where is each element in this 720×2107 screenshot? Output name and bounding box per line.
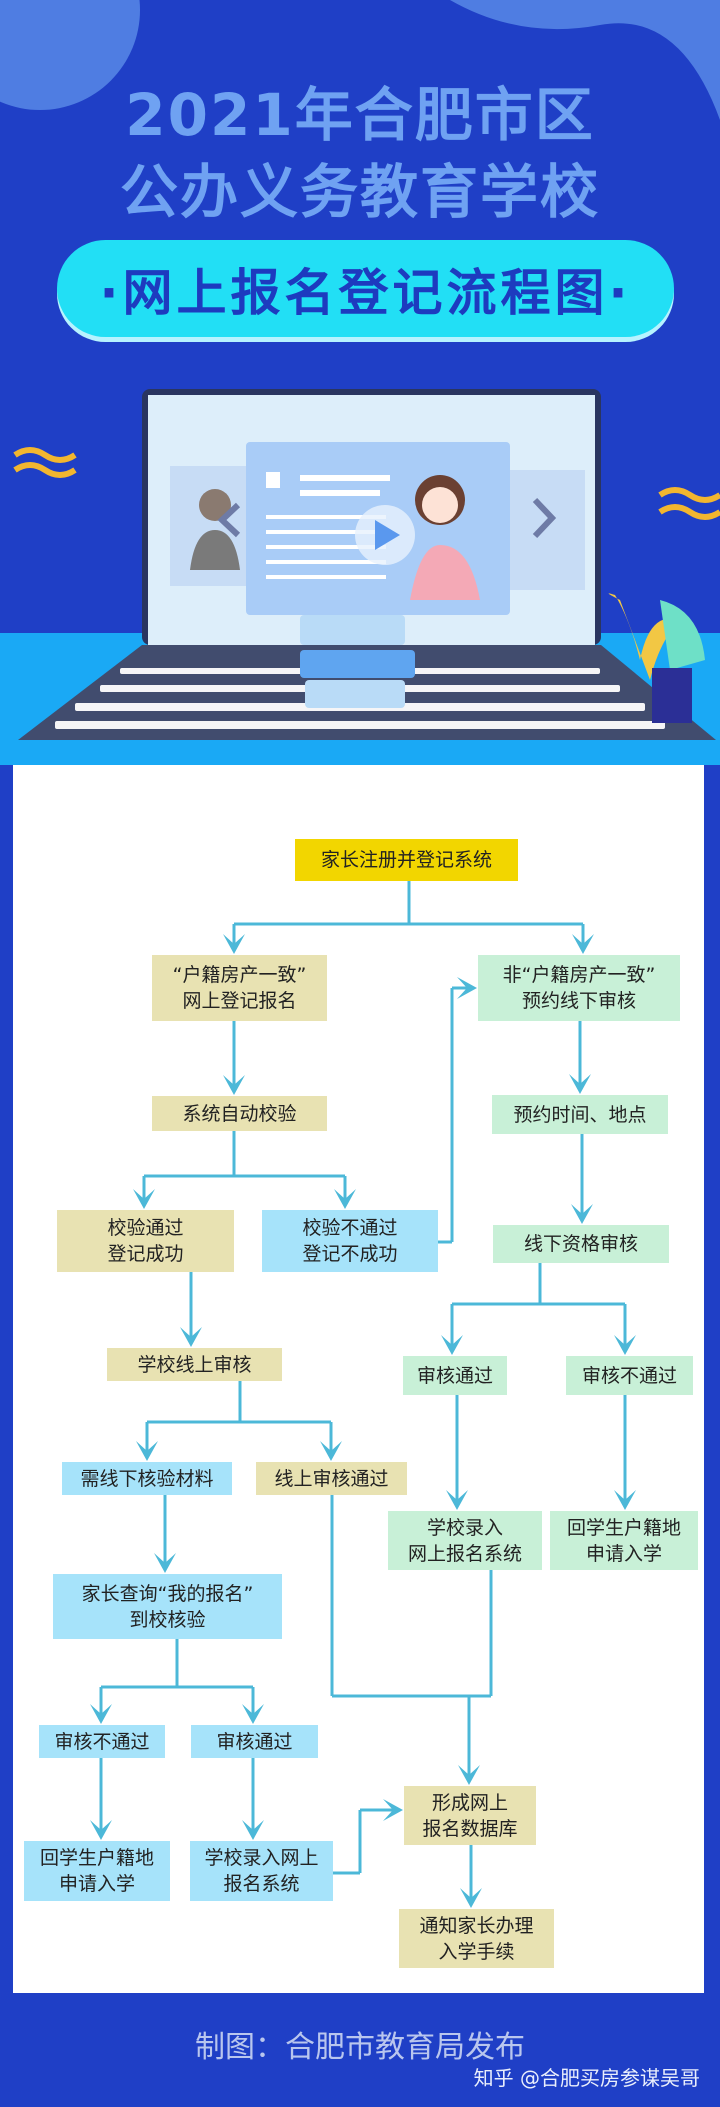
box-text: 线下资格审核: [523, 1233, 638, 1255]
box-text: 回学生户籍地: [566, 1516, 681, 1539]
arrow-head-icon: [223, 1075, 245, 1095]
box-text: 家长查询“我的报名”: [81, 1582, 254, 1605]
chevron-left-icon: [217, 502, 241, 538]
chevron-right-icon: [532, 497, 557, 539]
arrow-head-icon: [154, 1553, 176, 1573]
box-database: 形成网上报名数据库: [404, 1786, 536, 1845]
box-text: 学校录入: [426, 1516, 503, 1539]
man-avatar: [199, 489, 231, 521]
box-blue-fail: 审核不通过: [39, 1725, 165, 1758]
box-parent-query: 家长查询“我的报名” 到校核验: [53, 1574, 282, 1639]
box-text: 校验通过: [107, 1217, 184, 1239]
box-text: 审核不通过: [54, 1730, 150, 1753]
box-need-offline: 需线下核验材料: [62, 1462, 232, 1495]
box-green-return: 回学生户籍地申请入学: [550, 1511, 698, 1570]
arrow-head-icon: [383, 1799, 403, 1821]
arrow-head-icon: [242, 1704, 264, 1724]
arrow-head-icon: [569, 1074, 591, 1094]
arrow-head-icon: [90, 1704, 112, 1724]
box-text: 线上审核通过: [274, 1467, 389, 1490]
title-line2: 公办义务教育学校: [119, 158, 600, 226]
box-text: 登记不成功: [302, 1243, 398, 1265]
box-offline-fail: 审核不通过: [566, 1356, 693, 1395]
box-text: 登记成功: [107, 1243, 184, 1265]
box-inconsistent: 非“户籍房产一致” 预约线下审核: [478, 955, 680, 1021]
box-green-enter: 学校录入网上报名系统: [388, 1511, 542, 1570]
watermark: 知乎 @合肥买房参谋吴哥: [473, 2066, 700, 2090]
arrow-head-icon: [458, 1765, 480, 1785]
wave-decor-left: [13, 447, 77, 478]
subtitle-pill: ·网上报名登记流程图·: [57, 240, 674, 337]
box-text: 预约时间、地点: [513, 1103, 647, 1126]
box-text: 通知家长办理: [419, 1914, 534, 1937]
box-text: 审核通过: [416, 1364, 493, 1387]
box-text: 申请入学: [585, 1542, 662, 1565]
box-text: 学校线上审核: [137, 1353, 252, 1376]
box-text: 网上登记报名: [182, 990, 297, 1012]
box-text: 报名系统: [223, 1873, 300, 1895]
box-online-pass: 线上审核通过: [256, 1462, 407, 1495]
box-blue-return: 回学生户籍地申请入学: [24, 1841, 170, 1901]
box-text: 审核不通过: [581, 1364, 677, 1387]
box-text: 入学手续: [438, 1940, 515, 1963]
decor-wave: [450, 0, 720, 120]
arrow-head-icon: [614, 1490, 636, 1510]
arrow-head-icon: [334, 1189, 356, 1209]
box-notify: 通知家长办理入学手续: [399, 1909, 554, 1968]
box-text: 形成网上: [431, 1791, 508, 1814]
box-check-pass: 校验通过登记成功: [57, 1210, 234, 1272]
arrow-head-icon: [320, 1441, 342, 1461]
footer-credit: 制图：合肥市教育局发布: [195, 2030, 525, 2065]
box-blue-enter: 学校录入网上报名系统: [190, 1841, 333, 1901]
arrow-head-icon: [180, 1327, 202, 1347]
box-text: 家长注册并登记系统: [320, 849, 492, 871]
box-blue-pass: 审核通过: [191, 1725, 318, 1758]
arrow-head-icon: [223, 934, 245, 954]
arrow-head-icon: [136, 1441, 158, 1461]
arrow-head-icon: [572, 934, 594, 954]
title-line1: 2021年合肥市区: [125, 81, 595, 149]
box-text: 需线下核验材料: [80, 1467, 214, 1490]
box-text: 到校核验: [129, 1608, 206, 1631]
box-offline-review: 线下资格审核: [493, 1225, 669, 1263]
decor-circle: [0, 0, 140, 110]
box-check-fail: 校验不通过登记不成功: [262, 1210, 438, 1272]
arrow-head-icon: [446, 1490, 468, 1510]
subtitle: ·网上报名登记流程图·: [99, 263, 632, 322]
box-text: 系统自动校验: [182, 1102, 297, 1125]
box-text: 非“户籍房产一致”: [502, 964, 656, 986]
box-offline-pass: 审核通过: [403, 1356, 507, 1395]
arrow-head-icon: [457, 977, 477, 999]
arrow-head-icon: [571, 1204, 593, 1224]
arrow-head-icon: [441, 1335, 463, 1355]
box-appointment: 预约时间、地点: [492, 1095, 668, 1134]
arrow-head-icon: [614, 1335, 636, 1355]
box-consistent: “户籍房产一致” 网上登记报名: [152, 955, 327, 1021]
box-school-online-review: 学校线上审核: [107, 1348, 282, 1381]
box-auto-check: 系统自动校验: [152, 1096, 327, 1131]
box-text: 回学生户籍地: [39, 1847, 154, 1869]
box-text: 预约线下审核: [521, 990, 636, 1012]
box-start: 家长注册并登记系统: [295, 839, 518, 881]
arrow-head-icon: [133, 1189, 155, 1209]
box-text: 审核通过: [216, 1730, 293, 1753]
arrow-head-icon: [242, 1820, 264, 1840]
wave-decor-right: [658, 487, 720, 520]
arrow-head-icon: [90, 1820, 112, 1840]
box-text: 报名数据库: [422, 1817, 518, 1840]
books-icon: [300, 615, 415, 708]
arrow-head-icon: [460, 1888, 482, 1908]
box-text: 校验不通过: [302, 1217, 398, 1239]
box-text: 网上报名系统: [407, 1542, 522, 1565]
box-text: 学校录入网上: [204, 1847, 319, 1869]
box-text: 申请入学: [58, 1873, 135, 1895]
box-text: “户籍房产一致”: [172, 964, 307, 986]
